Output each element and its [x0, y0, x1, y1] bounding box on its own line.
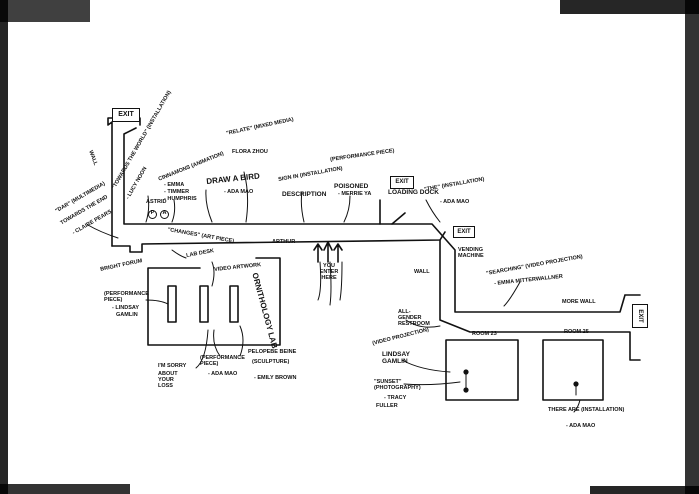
label-sunset: "SUNSET" (PHOTOGRAPHY) — [374, 379, 421, 391]
label-searching: "SEARCHING" (VIDEO PROJECTION) — [485, 254, 584, 277]
label-poisoned-artist: - MERRIE YA — [338, 191, 372, 197]
room-23-walls — [445, 339, 519, 401]
exit-sign-top-left: EXIT — [112, 108, 140, 122]
label-all-gender: ALL-GENDER RESTROOM — [398, 309, 430, 327]
label-performance-left: (PERFORMANCE PIECE) — [104, 291, 149, 303]
corridor-right-branch — [379, 223, 641, 361]
label-arthur: ARTHUR — [272, 239, 296, 245]
label-wall-left: WALL — [87, 149, 99, 167]
label-wall-right: WALL — [414, 269, 430, 275]
label-sign-in: SIGN IN (INSTALLATION) — [277, 165, 344, 183]
label-cinnamons-artist2: - HUMPHRIS — [164, 196, 197, 202]
label-pelopebe: PELOPEBE BEINE — [248, 349, 297, 355]
label-sign-description: DESCRIPTION — [282, 191, 327, 198]
label-the-installation: "THE" (INSTALLATION) — [423, 176, 485, 193]
room-25-walls — [542, 339, 604, 401]
label-loading-dock: LOADING DOCK — [388, 189, 439, 196]
label-astrid: ASTRID — [146, 199, 167, 205]
label-performance-bottom-artist: - ADA MAO — [208, 371, 238, 377]
label-lab-desk: LAB DESK — [185, 248, 215, 259]
label-lindsay: - LINDSAY — [112, 305, 139, 311]
label-room-25: ROOM 25 — [564, 329, 589, 335]
label-the-artist: - ADA MAO — [440, 199, 470, 205]
label-searching-artist: - EMMA MITTERWALLNER — [493, 273, 564, 287]
label-towards-world-artist: - LUCY NOON — [125, 166, 149, 201]
label-draw-a-bird: DRAW A BIRD — [205, 171, 261, 186]
lab-bench-2 — [199, 285, 209, 323]
label-lindsay-gamlin: LINDSAY GAMLIN — [382, 351, 410, 365]
legend-mark-p: P — [148, 210, 157, 219]
lab-bench-1 — [167, 285, 177, 323]
label-performance-top: (PERFORMANCE PIECE) — [329, 147, 395, 163]
exit-sign-mid-right: EXIT — [453, 226, 475, 238]
label-relate: "RELATE" (MIXED MEDIA) — [225, 116, 295, 137]
label-ornithology-lab: ORNITHOLOGY LAB — [250, 271, 280, 350]
label-im-sorry: I'M SORRY — [158, 363, 187, 369]
label-there-are: THERE ARE (INSTALLATION) — [548, 407, 625, 413]
label-changes: "CHANGES" (ART PIECE) — [167, 227, 235, 245]
label-sculpture: (SCULPTURE) — [252, 359, 290, 365]
lab-bench-3 — [229, 285, 239, 323]
label-there-artist: - ADA MAO — [566, 423, 596, 429]
corridor-main-lower — [111, 212, 446, 253]
exit-sign-loading-dock: EXIT — [390, 176, 414, 189]
label-vending: VENDING MACHINE — [458, 247, 484, 259]
label-room-23: ROOM 23 — [472, 331, 497, 337]
label-cinnamons-sub: - EMMA — [164, 182, 185, 188]
label-im-sorry-sub: ABOUT YOUR LOSS — [158, 371, 178, 389]
label-tracy: - TRACY — [384, 395, 407, 401]
label-you-enter-here: YOU ENTER HERE — [319, 263, 339, 281]
label-cinnamons-artist: - TIMMER — [164, 189, 190, 195]
label-bright-forum: BRIGHT FORUM — [99, 258, 143, 273]
label-emily: - EMILY BROWN — [254, 375, 297, 381]
label-more-wall: MORE WALL — [562, 299, 596, 305]
label-draw-artist: - ADA MAO — [224, 189, 254, 195]
label-poisoned: POISONED — [334, 183, 369, 190]
label-gamlin: GAMLIN — [116, 312, 138, 318]
label-relate-artist: FLORA ZHOU — [232, 149, 268, 155]
label-video-projection: (VIDEO PROJECTION) — [371, 326, 430, 347]
label-fuller: FULLER — [376, 403, 398, 409]
legend-mark-a: A — [160, 210, 169, 219]
exit-sign-far-right: EXIT — [632, 304, 648, 328]
label-performance-bottom: (PERFORMANCE PIECE) — [200, 355, 245, 367]
enter-arrows — [313, 241, 343, 263]
